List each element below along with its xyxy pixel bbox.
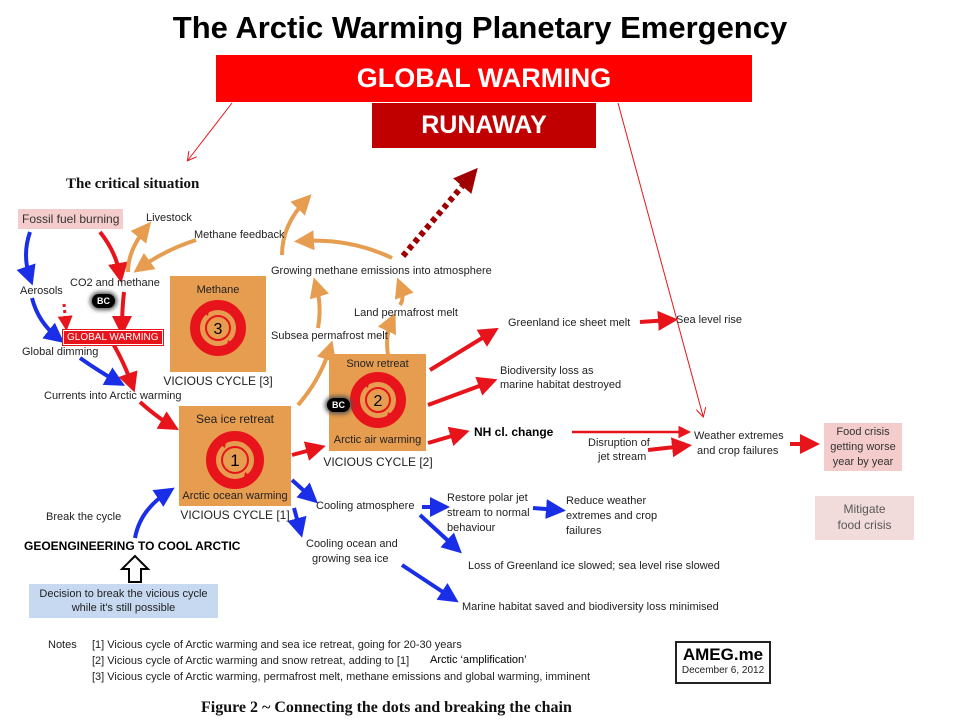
- cooling-atmosphere-node: Cooling atmosphere: [316, 500, 415, 512]
- food-crisis-line-3: year by year: [832, 456, 894, 468]
- livestock-node: Livestock: [146, 212, 192, 224]
- ameg-logo-name: AMEG.me: [682, 645, 764, 664]
- cycle-3-number: 3: [214, 321, 223, 338]
- disruption-node-1: Disruption of: [588, 437, 650, 449]
- notes-heading: Notes: [48, 639, 77, 651]
- page-title: The Arctic Warming Planetary Emergency: [172, 10, 788, 45]
- mitigate-line-1: Mitigate: [843, 502, 886, 516]
- weather-node-2: and crop failures: [697, 445, 779, 457]
- cycle-2-label: VICIOUS CYCLE [2]: [323, 455, 433, 469]
- sea-level-node: Sea level rise: [676, 314, 743, 326]
- subsea-permafrost-node: Subsea permafrost melt: [271, 330, 388, 342]
- cycle-1-label: VICIOUS CYCLE [1]: [180, 508, 290, 522]
- cycle-2-number: 2: [374, 393, 383, 410]
- cycle-3-circular-arrows-icon: 3: [190, 300, 246, 356]
- runaway-dotted-arrow: [400, 167, 478, 258]
- restore-jet-node-1: Restore polar jet: [447, 492, 528, 504]
- biodiversity-node-2: marine habitat destroyed: [500, 379, 622, 391]
- runaway-banner: RUNAWAY: [372, 103, 596, 148]
- figure-heading: The critical situation: [66, 176, 200, 192]
- bc-badge: BC: [92, 294, 115, 308]
- cycle-3-title: Methane: [196, 284, 240, 296]
- nh-change-node: NH cl. change: [474, 425, 554, 439]
- global-dimming-node: Global dimming: [22, 346, 99, 358]
- cycle-1-box: Sea ice retreat 1 Arctic ocean warming: [179, 406, 291, 506]
- food-crisis-node: Food crisis getting worse year by year: [824, 423, 902, 471]
- cycle-2-title: Snow retreat: [346, 358, 409, 370]
- food-crisis-line-1: Food crisis: [836, 426, 890, 438]
- marine-habitat-saved-node: Marine habitat saved and biodiversity lo…: [462, 601, 719, 613]
- loss-greenland-slowed-node: Loss of Greenland ice slowed; sea level …: [468, 560, 720, 572]
- cycle-1-number: 1: [230, 451, 239, 470]
- geoengineering-node: GEOENGINEERING TO COOL ARCTIC: [24, 539, 241, 553]
- biodiversity-node-1: Biodiversity loss as: [500, 365, 594, 377]
- aerosols-node: Aerosols: [20, 285, 63, 297]
- note-2-extra: Arctic ‘amplification’: [430, 654, 527, 666]
- decision-box: Decision to break the vicious cycle whil…: [29, 584, 218, 618]
- global-warming-small-node: GLOBAL WARMING: [63, 330, 163, 345]
- methane-feedback-node: Methane feedback: [194, 229, 285, 241]
- cycle-1-circular-arrows-icon: 1: [206, 431, 264, 489]
- note-3: [3] Vicious cycle of Arctic warming, per…: [92, 671, 591, 683]
- reduce-weather-node-3: failures: [566, 525, 602, 537]
- cycle-1-bottom: Arctic ocean warming: [182, 490, 288, 502]
- banner-to-critical-arrow: [188, 102, 233, 160]
- up-arrow-icon: [119, 554, 151, 583]
- ameg-logo: AMEG.me December 6, 2012: [675, 641, 771, 684]
- global-warming-banner: GLOBAL WARMING: [216, 55, 752, 102]
- cycle-3-box: Methane 3: [170, 276, 266, 372]
- decision-line-1: Decision to break the vicious cycle: [39, 588, 208, 600]
- restore-jet-node-2: stream to normal: [447, 507, 530, 519]
- growing-methane-node: Growing methane emissions into atmospher…: [271, 265, 492, 277]
- mitigate-food-crisis-box: Mitigate food crisis: [815, 496, 914, 540]
- weather-node-1: Weather extremes: [694, 430, 784, 442]
- cycle-3-label: VICIOUS CYCLE [3]: [163, 374, 273, 388]
- disruption-node-2: jet stream: [598, 451, 647, 463]
- note-2: [2] Vicious cycle of Arctic warming and …: [92, 655, 410, 667]
- cooling-ocean-node-1: Cooling ocean and: [306, 538, 398, 550]
- banner-to-weather-arrow: [617, 102, 703, 416]
- bc-badge-2: BC: [327, 398, 350, 412]
- cycle-2-circular-arrows-icon: 2: [350, 372, 406, 428]
- decision-line-2: while it's still possible: [71, 602, 176, 614]
- figure-caption: Figure 2 ~ Connecting the dots and break…: [201, 699, 572, 716]
- greenland-node: Greenland ice sheet melt: [508, 317, 631, 329]
- fossil-fuel-node: Fossil fuel burning: [18, 209, 124, 229]
- cycle-2-bottom: Arctic air warming: [333, 434, 422, 446]
- cycle-1-title: Sea ice retreat: [195, 412, 275, 426]
- co2-methane-node: CO2 and methane: [70, 277, 160, 289]
- cooling-ocean-node-2: growing sea ice: [312, 553, 389, 565]
- land-permafrost-node: Land permafrost melt: [354, 307, 458, 319]
- currents-node: Currents into Arctic warming: [44, 390, 182, 402]
- ameg-logo-date: December 6, 2012: [681, 665, 765, 676]
- reduce-weather-node-2: extremes and crop: [566, 510, 658, 522]
- restore-jet-node-3: behaviour: [447, 522, 496, 534]
- food-crisis-line-2: getting worse: [830, 441, 896, 453]
- reduce-weather-node-1: Reduce weather: [566, 495, 647, 507]
- mitigate-line-2: food crisis: [837, 518, 892, 532]
- note-1: [1] Vicious cycle of Arctic warming and …: [92, 639, 462, 651]
- break-cycle-node: Break the cycle: [46, 511, 122, 523]
